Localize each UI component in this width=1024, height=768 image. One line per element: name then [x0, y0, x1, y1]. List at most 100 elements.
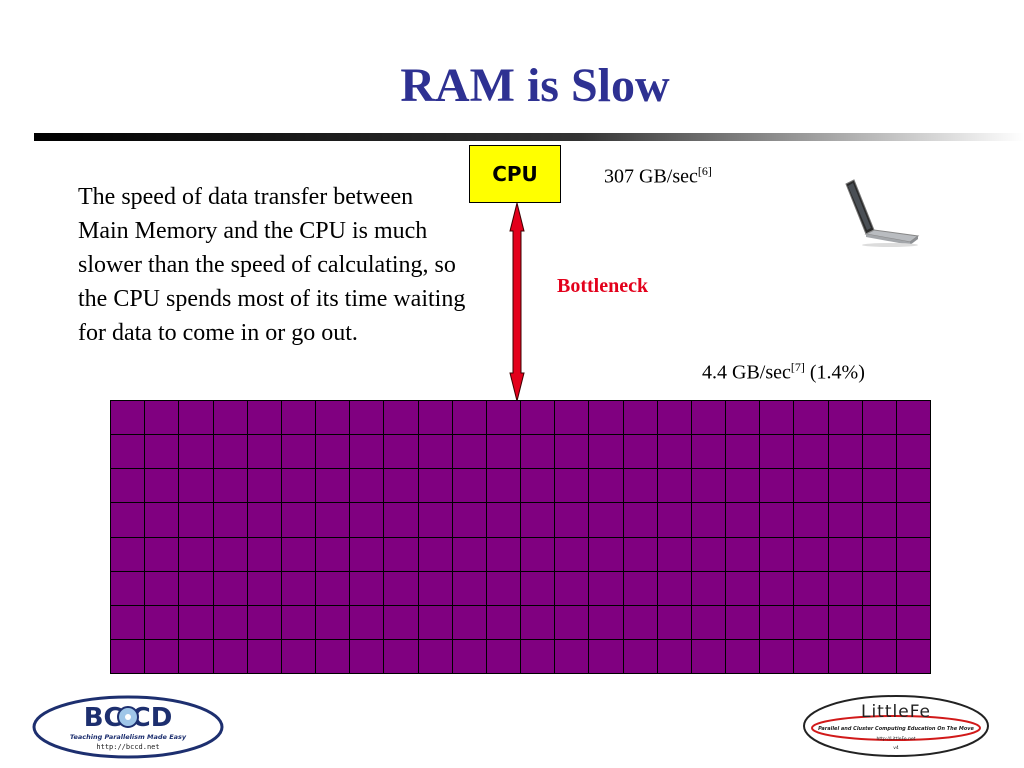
memory-cell [453, 469, 486, 502]
memory-cell [384, 538, 417, 571]
memory-cell [384, 469, 417, 502]
memory-cell [794, 503, 827, 536]
memory-cell [350, 606, 383, 639]
main-memory-grid [110, 400, 931, 674]
ram-speed-value: 4.4 GB/sec [702, 362, 791, 384]
memory-cell [760, 401, 793, 434]
memory-cell [829, 469, 862, 502]
cpu-speed-value: 307 GB/sec [604, 166, 698, 188]
memory-cell [521, 469, 554, 502]
memory-cell [384, 572, 417, 605]
memory-cell [111, 606, 144, 639]
memory-cell [658, 538, 691, 571]
littlefe-logo: LittleFe Parallel and Cluster Computing … [800, 694, 992, 758]
littlefe-logo-url: http://LittleFe.net [876, 736, 915, 742]
memory-cell [111, 401, 144, 434]
memory-cell [589, 606, 622, 639]
memory-cell [419, 606, 452, 639]
memory-cell [829, 435, 862, 468]
memory-cell [282, 606, 315, 639]
memory-cell [726, 503, 759, 536]
memory-cell [760, 435, 793, 468]
memory-cell [897, 538, 930, 571]
memory-cell [658, 640, 691, 673]
memory-cell [521, 401, 554, 434]
memory-cell [726, 538, 759, 571]
memory-cell [179, 435, 212, 468]
memory-cell [487, 538, 520, 571]
memory-cell [487, 503, 520, 536]
memory-cell [589, 572, 622, 605]
memory-cell [555, 640, 588, 673]
memory-cell [453, 572, 486, 605]
memory-cell [350, 538, 383, 571]
memory-cell [487, 469, 520, 502]
memory-cell [179, 401, 212, 434]
memory-cell [794, 538, 827, 571]
memory-cell [214, 640, 247, 673]
memory-cell [350, 469, 383, 502]
memory-cell [726, 401, 759, 434]
memory-cell [145, 640, 178, 673]
memory-cell [760, 469, 793, 502]
memory-cell [589, 503, 622, 536]
memory-cell [794, 469, 827, 502]
memory-cell [624, 538, 657, 571]
memory-cell [487, 401, 520, 434]
memory-cell [248, 538, 281, 571]
memory-cell [384, 435, 417, 468]
memory-cell [555, 572, 588, 605]
memory-cell [726, 640, 759, 673]
memory-cell [350, 503, 383, 536]
memory-cell [692, 606, 725, 639]
memory-cell [658, 469, 691, 502]
memory-cell [624, 469, 657, 502]
memory-cell [350, 572, 383, 605]
memory-cell [589, 640, 622, 673]
memory-cell [179, 640, 212, 673]
memory-cell [419, 469, 452, 502]
memory-cell [555, 503, 588, 536]
memory-cell [794, 572, 827, 605]
memory-cell [897, 401, 930, 434]
memory-cell [897, 469, 930, 502]
memory-cell [248, 606, 281, 639]
memory-cell [521, 640, 554, 673]
memory-cell [487, 640, 520, 673]
ram-speed-citation: [7] [791, 360, 805, 374]
memory-cell [863, 640, 896, 673]
littlefe-logo-tagline: Parallel and Cluster Computing Education… [818, 726, 974, 732]
memory-cell [692, 401, 725, 434]
memory-cell [794, 640, 827, 673]
memory-cell [145, 469, 178, 502]
memory-cell [624, 401, 657, 434]
memory-cell [419, 503, 452, 536]
memory-cell [829, 606, 862, 639]
memory-cell [316, 469, 349, 502]
memory-cell [658, 503, 691, 536]
memory-cell [863, 538, 896, 571]
memory-cell [726, 469, 759, 502]
memory-cell [316, 435, 349, 468]
memory-cell [453, 538, 486, 571]
memory-cell [521, 606, 554, 639]
laptop-image [840, 178, 920, 248]
title-divider [34, 133, 1024, 141]
memory-cell [726, 572, 759, 605]
memory-cell [179, 538, 212, 571]
memory-cell [145, 435, 178, 468]
bccd-logo-url: http://bccd.net [96, 743, 159, 751]
memory-cell [863, 401, 896, 434]
memory-cell [555, 538, 588, 571]
memory-cell [248, 572, 281, 605]
memory-cell [589, 538, 622, 571]
memory-cell [145, 538, 178, 571]
memory-cell [760, 606, 793, 639]
memory-cell [624, 435, 657, 468]
ram-speed-percent: (1.4%) [805, 362, 865, 384]
cpu-speed: 307 GB/sec[6] [604, 164, 712, 189]
memory-cell [521, 572, 554, 605]
memory-cell [316, 401, 349, 434]
memory-cell [760, 640, 793, 673]
memory-cell [624, 640, 657, 673]
